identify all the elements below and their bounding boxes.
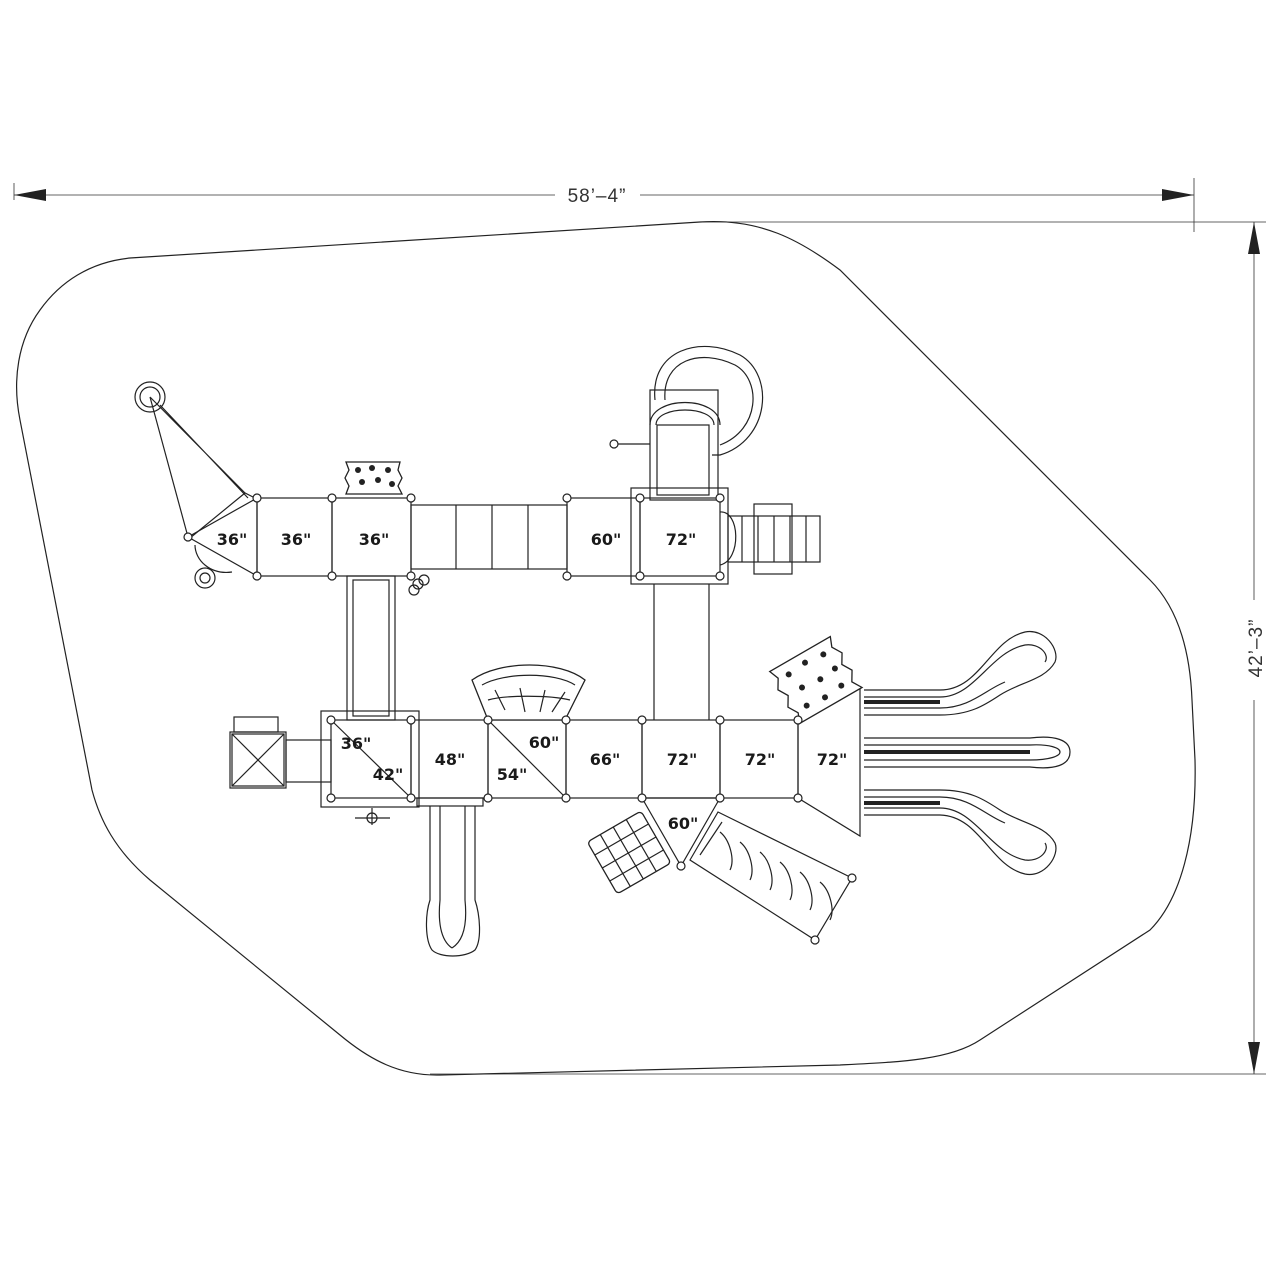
deck-post: [715, 715, 725, 725]
lower-deck-row: [320, 687, 861, 868]
label-p2: 36": [281, 530, 312, 549]
deck-post: [676, 861, 686, 871]
arrow-down-icon: [1248, 1042, 1260, 1074]
activity-panel-left: [229, 716, 332, 789]
platform-p6-frame: [320, 710, 420, 808]
label-p13: 72": [745, 750, 776, 769]
deck-post: [252, 571, 262, 581]
label-p3: 36": [359, 530, 390, 549]
depth-dimension: 42’–3”: [430, 221, 1267, 1075]
deck-post: [562, 493, 572, 503]
spiral-slide: [609, 345, 764, 501]
deck-post: [715, 793, 725, 803]
deck-post: [252, 493, 262, 503]
label-p15: 60": [668, 814, 699, 833]
label-p5: 72": [666, 530, 697, 549]
platform-p15: [640, 797, 722, 868]
deck-post: [406, 493, 416, 503]
deck-post: [637, 715, 647, 725]
deck-post: [561, 793, 571, 803]
label-p8: 48": [435, 750, 466, 769]
deck-post: [327, 571, 337, 581]
spinner-knobs: [408, 574, 430, 596]
deck-post: [637, 793, 647, 803]
arrow-right-icon: [1162, 189, 1194, 201]
deck-posts: [183, 493, 803, 871]
ladder-top-right: [719, 503, 821, 575]
label-p11: 66": [590, 750, 621, 769]
rock-wall-right: [768, 635, 864, 725]
ladder-bridge-left: [346, 575, 396, 721]
deck-post: [635, 571, 645, 581]
deck-post: [561, 715, 571, 725]
deck-post: [715, 571, 725, 581]
tic-tac-panel: [588, 811, 671, 894]
deck-post: [793, 715, 803, 725]
label-p7: 42": [373, 765, 404, 784]
deck-post: [183, 532, 193, 542]
label-p14: 72": [817, 750, 848, 769]
deck-post: [635, 493, 645, 503]
rock-basin: [471, 664, 586, 721]
deck-post: [327, 493, 337, 503]
deck-post: [562, 571, 572, 581]
straight-slide: [416, 797, 484, 957]
deck-post: [326, 715, 336, 725]
deck-post: [406, 571, 416, 581]
deck-post: [483, 793, 493, 803]
deck-post: [715, 493, 725, 503]
crawl-tube-bridge: [410, 504, 568, 570]
deck-post: [483, 715, 493, 725]
depth-label: 42’–3”: [1246, 619, 1267, 678]
width-dimension: 58’–4”: [13, 178, 1195, 232]
deck-post: [406, 715, 416, 725]
label-p9: 60": [529, 733, 560, 752]
label-p4: 60": [591, 530, 622, 549]
label-p12: 72": [667, 750, 698, 769]
use-zone-boundary: [16, 220, 1196, 1076]
steering-wheel-lower: [355, 808, 390, 825]
deck-post: [326, 793, 336, 803]
triple-wave-slides: [864, 631, 1071, 875]
arrow-left-icon: [14, 189, 46, 201]
arrow-up-icon: [1248, 222, 1260, 254]
platform-p5: [639, 497, 721, 577]
rock-wall-top: [344, 461, 404, 495]
connector-bridge-right: [653, 584, 710, 720]
width-label: 58’–4”: [568, 186, 627, 207]
net-climber-left: [134, 381, 256, 589]
deck-post: [793, 793, 803, 803]
ladder-diagonal: [689, 811, 857, 945]
label-p6: 36": [341, 734, 372, 753]
deck-post: [406, 793, 416, 803]
platform-labels: 36" 36" 36" 60" 72" 36" 42" 48" 60" 54" …: [217, 530, 848, 833]
label-p10: 54": [497, 765, 528, 784]
label-p1: 36": [217, 530, 248, 549]
